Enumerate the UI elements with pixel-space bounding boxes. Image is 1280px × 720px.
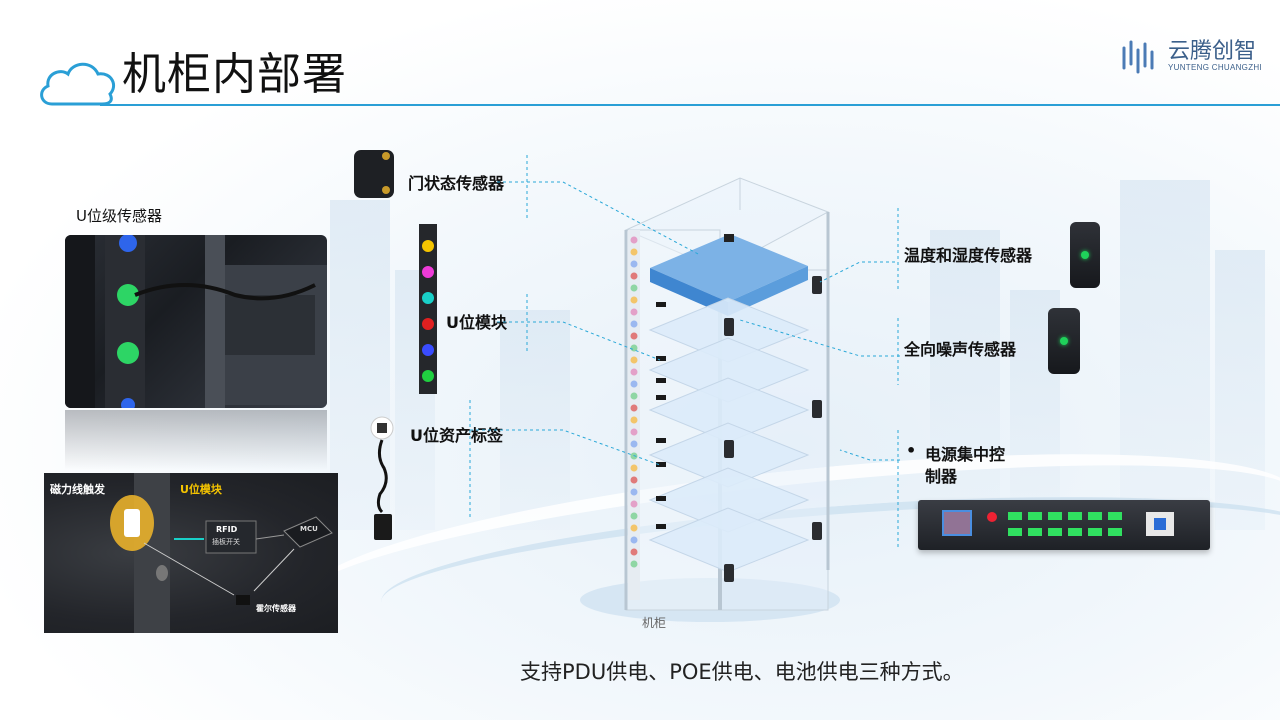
logo-subtitle: YUNTENG CHUANGZHI [1168,62,1262,72]
header-divider [100,104,1280,106]
u-module-label: U位模块 [446,313,507,332]
photo-reflection [65,410,327,470]
door-sensor-label: 门状态传感器 [408,174,505,193]
u-module-strip-device [419,224,437,394]
rfid-sub-label: 插板开关 [212,538,240,546]
rfid-label: RFID [216,525,238,534]
logo-mark-icon [1122,40,1154,74]
u-asset-tag-device [370,416,394,540]
power-controller-label-line2: 制器 [925,467,958,486]
diagram-module-label: U位模块 [180,483,222,496]
u-sensor-photo [65,235,327,408]
temp-humidity-sensor-label: 温度和湿度传感器 [904,246,1033,265]
noise-sensor-label: 全向噪声传感器 [904,340,1017,359]
u-asset-tag-label: U位资产标签 [410,426,503,445]
u-level-sensor-label: U位级传感器 [76,207,162,225]
u-module-diagram-art [110,473,333,633]
page-title: 机柜内部署 [122,49,347,100]
logo-name: 云腾创智 [1168,38,1257,64]
door-sensor-device [354,150,394,198]
mcu-label: MCU [300,525,318,533]
status-led-icon [1060,337,1068,345]
power-controller-label-line1: 电源集中控 [925,445,1006,464]
company-logo: 云腾创智 YUNTENG CHUANGZHI [1120,38,1262,74]
cloud-icon [40,62,115,106]
temp-humidity-sensor-device [1070,222,1100,288]
hall-sensor-label: 霍尔传感器 [256,604,296,613]
status-led-icon [1081,251,1089,259]
noise-sensor-device [1048,308,1080,374]
power-controller-device [918,500,1210,550]
u-sensor-photo-art [65,235,327,408]
u-module-diagram: 磁力线触发 U位模块 RFID 插板开关 MCU 霍尔传感器 [44,473,338,633]
power-controller-art [942,510,1174,536]
server-cabinet-diagram [580,177,840,622]
power-support-caption: 支持PDU供电、POE供电、电池供电三种方式。 [520,660,964,684]
magnetic-trigger-label: 磁力线触发 [50,483,105,496]
cabinet-label: 机柜 [642,616,667,630]
power-controller-bullet: • [906,441,917,460]
